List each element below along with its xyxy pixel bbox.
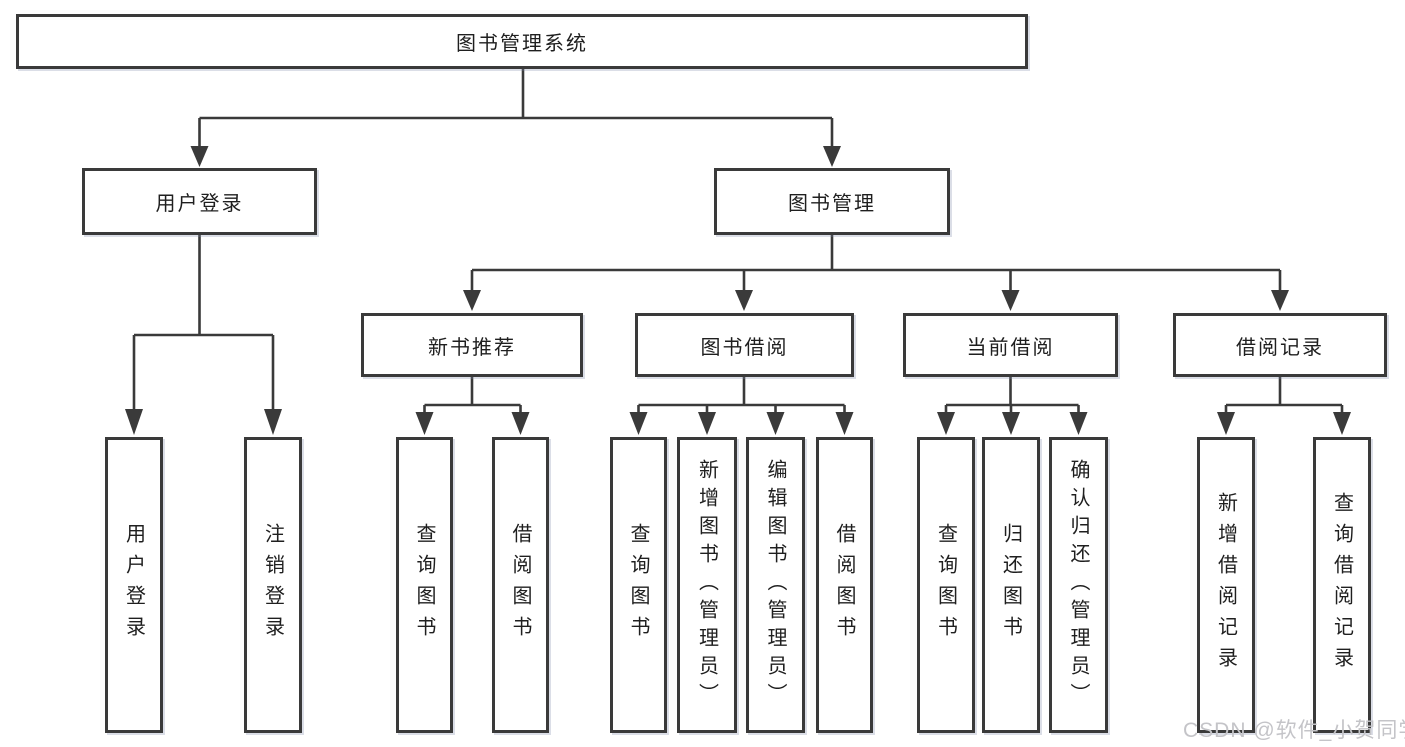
connector-current-borrow	[944, 377, 1080, 413]
arrow-icon	[415, 412, 434, 435]
connector-borrow-records	[1224, 377, 1344, 413]
leaf-user-login: 用户登录	[105, 437, 163, 733]
node-book-borrow: 图书借阅	[635, 313, 854, 377]
arrow-icon	[1217, 412, 1235, 435]
arrow-icon	[190, 146, 209, 167]
arrow-icon	[629, 412, 648, 435]
watermark-text: CSDN @软件_小贺同学	[1183, 719, 1405, 742]
leaf-newbook-query-books: 查询图书	[396, 437, 453, 733]
leaf-logout: 注销登录	[244, 437, 302, 733]
node-current-borrow: 当前借阅	[903, 313, 1118, 377]
arrow-icon	[1001, 290, 1020, 311]
leaf-newbook-borrow-books: 借阅图书	[492, 437, 549, 733]
node-borrow-records: 借阅记录	[1173, 313, 1387, 377]
leaf-current-query-books: 查询图书	[917, 437, 975, 733]
leaf-records-add-record: 新增借阅记录	[1197, 437, 1255, 733]
leaf-borrow-query-books: 查询图书	[610, 437, 667, 733]
arrow-icon	[823, 146, 841, 167]
arrow-icon	[1333, 412, 1351, 435]
leaf-borrow-borrow-books: 借阅图书	[816, 437, 873, 733]
leaf-current-return-books: 归还图书	[982, 437, 1040, 733]
arrow-icon	[698, 412, 716, 435]
arrow-icon	[735, 290, 753, 311]
arrow-icon	[125, 409, 143, 435]
connector-user-login	[132, 235, 275, 410]
connector-book-borrow	[637, 377, 846, 413]
node-user-login: 用户登录	[82, 168, 317, 235]
leaf-records-query-record: 查询借阅记录	[1313, 437, 1371, 733]
connector-book-management	[470, 235, 1282, 291]
node-new-book-recommend: 新书推荐	[361, 313, 583, 377]
arrow-icon	[937, 412, 955, 435]
arrow-icon	[835, 412, 854, 435]
arrow-icon	[1002, 412, 1020, 435]
node-book-management: 图书管理	[714, 168, 950, 235]
arrow-icon	[463, 290, 481, 311]
leaf-borrow-add-books-admin: 新增图书（管理员）	[677, 437, 737, 733]
connector-root	[198, 69, 834, 146]
arrow-icon	[1069, 412, 1088, 435]
arrow-icon	[1271, 290, 1289, 311]
arrow-icon	[511, 412, 530, 435]
arrow-icon	[264, 409, 282, 435]
connector-new-book	[423, 377, 522, 413]
leaf-borrow-edit-books-admin: 编辑图书（管理员）	[746, 437, 805, 733]
leaf-current-confirm-return-admin: 确认归还（管理员）	[1049, 437, 1108, 733]
node-root-system: 图书管理系统	[16, 14, 1028, 69]
arrow-icon	[766, 412, 785, 435]
arrowheads	[125, 146, 1351, 435]
